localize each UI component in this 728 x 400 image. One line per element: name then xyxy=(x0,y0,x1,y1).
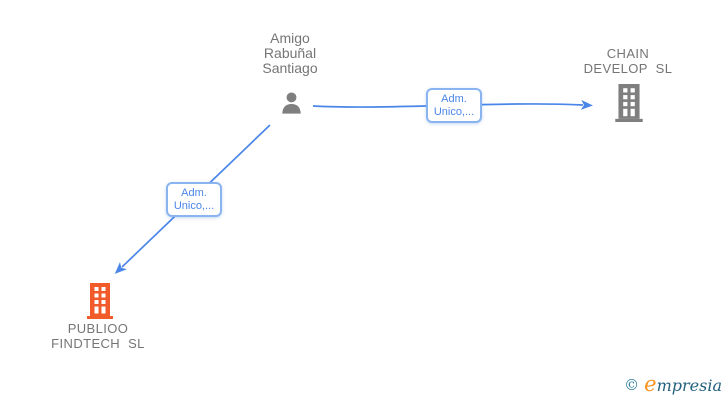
company-publioo-label[interactable]: PUBLIOO FINDTECH SL xyxy=(38,321,158,351)
person-name-line: Santiago xyxy=(262,60,318,76)
company-name-line: CHAIN xyxy=(606,46,650,61)
edge-label-adm-unico-top[interactable]: Adm. Unico,... xyxy=(426,88,482,123)
company-chain-label[interactable]: CHAIN DEVELOP SL xyxy=(568,46,688,76)
edge-label-line: Unico,... xyxy=(433,106,475,118)
person-node-label[interactable]: Amigo Rabuñal Santiago xyxy=(230,31,350,76)
company-name-line: DEVELOP SL xyxy=(583,61,673,76)
edge-label-line: Adm. xyxy=(181,187,207,199)
building-icon-chain[interactable] xyxy=(614,84,644,122)
brand-name: mpresia xyxy=(656,376,722,395)
person-name-line: Amigo xyxy=(270,30,310,46)
company-name-line: PUBLIOO xyxy=(67,321,129,336)
edge-label-line: Unico,... xyxy=(173,200,215,212)
building-icon-publioo[interactable] xyxy=(87,283,113,319)
brand-initial: e xyxy=(644,372,657,396)
empresia-watermark: © empresia xyxy=(624,372,722,396)
edge-label-adm-unico-left[interactable]: Adm. Unico,... xyxy=(166,182,222,217)
copyright-symbol: © xyxy=(624,376,640,394)
person-name-line: Rabuñal xyxy=(263,45,317,61)
person-icon[interactable] xyxy=(278,90,305,117)
company-name-line: FINDTECH SL xyxy=(51,336,145,351)
edge-label-line: Adm. xyxy=(441,93,467,105)
